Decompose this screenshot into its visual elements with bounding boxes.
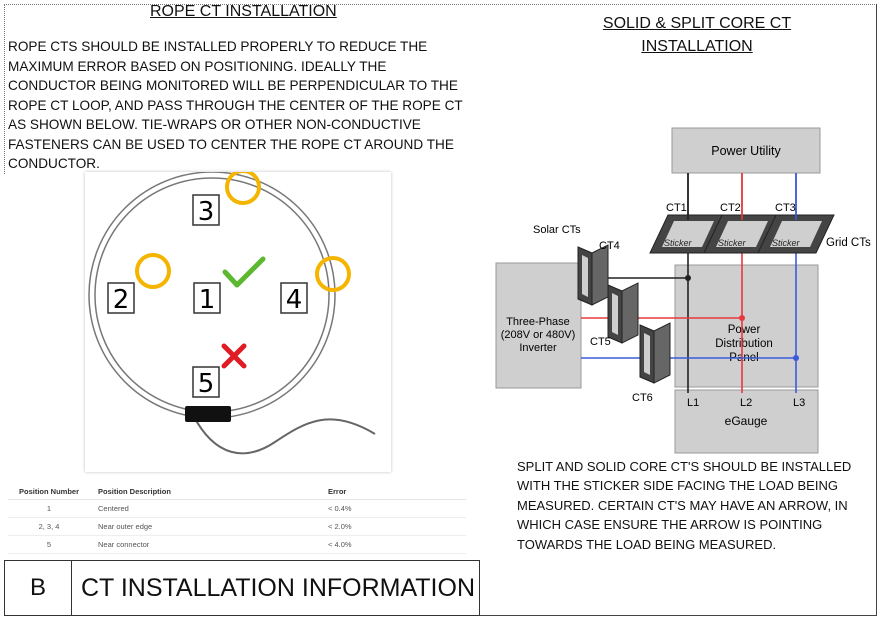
column-header-error: Error [318,482,466,500]
column-header-position-number: Position Number [8,482,90,500]
cell-error: < 0.4% [318,499,466,518]
line-label-l3: L3 [793,397,805,409]
panel-label-line-1: Power [728,324,761,336]
position-error-table: Position Number Position Description Err… [8,482,466,554]
solar-cts-label: Solar CTs [533,224,581,236]
ct3-label: CT3 [775,202,796,214]
cell-position-number: 5 [8,535,90,554]
page-border-right [876,4,877,616]
solar-ct-4 [577,244,609,306]
grid-ct-1: Sticker [649,214,727,254]
ct6-label: CT6 [632,392,653,404]
rope-ct-title: ROPE CT INSTALLATION [150,3,337,20]
position-box-5 [192,366,220,398]
cell-position-number: 2, 3, 4 [8,517,90,536]
section-title: CT INSTALLATION INFORMATION [81,573,476,602]
ct1-sticker-label: Sticker [664,238,693,248]
ct1-label: CT1 [666,202,687,214]
inverter-label-line-1: Three-Phase [506,316,570,328]
ct-wiring-svg: Power Utility Three-Phase (208V or 480V)… [495,127,871,454]
ct4-label: CT4 [599,240,620,252]
junction-l3 [793,355,799,361]
highlight-position-4 [315,256,351,292]
ct2-sticker-label: Sticker [718,238,747,248]
table-row: 2, 3, 4 Near outer edge < 2.0% [8,517,466,536]
rope-ct-diagram: 3 2 1 4 5 [88,169,376,455]
split-solid-ct-instructions: SPLIT AND SOLID CORE CT'S SHOULD BE INST… [517,459,852,552]
check-icon [222,256,266,288]
section-letter: B [5,561,72,615]
position-label-4: 4 [286,285,303,315]
rope-ct-position-figure: 3 2 1 4 5 [85,169,391,472]
distribution-panel-box [674,264,819,388]
column-header-position-description: Position Description [90,482,318,500]
ct3-sticker-label: Sticker [772,238,801,248]
position-label-3: 3 [198,197,215,227]
power-utility-box [671,127,821,174]
table-row: 1 Centered < 0.4% [8,499,466,518]
position-box-3 [192,194,220,226]
page-border-left [4,4,5,174]
solar-ct-6 [639,322,671,384]
line-label-l1: L1 [687,397,699,409]
ct-wiring-diagram: Power Utility Three-Phase (208V or 480V)… [490,125,880,460]
line-label-l2: L2 [740,397,752,409]
section-footer: B CT INSTALLATION INFORMATION [4,560,480,616]
rope-cable [192,414,376,455]
position-box-2 [107,282,135,314]
rope-ct-instructions: ROPE CTS SHOULD BE INSTALLED PROPERLY TO… [8,39,463,171]
position-box-4 [280,282,308,314]
egauge-label: eGauge [725,414,768,428]
cell-error: < 4.0% [318,535,466,554]
ct2-label: CT2 [720,202,741,214]
panel-label-line-2: Distribution [715,338,773,350]
cell-position-number: 1 [8,499,90,518]
junction-l2 [739,315,745,321]
highlight-position-2 [135,253,171,289]
table-header-row: Position Number Position Description Err… [8,482,466,500]
rope-connector [185,406,231,422]
solar-ct-5 [607,282,639,344]
junction-l1 [685,275,691,281]
ct5-label: CT5 [590,336,611,348]
cross-icon [221,343,247,369]
cell-error: < 2.0% [318,517,466,536]
position-box-1 [193,282,221,314]
position-label-2: 2 [113,285,130,315]
grid-cts-label: Grid CTs [826,237,871,249]
grid-ct-2: Sticker [703,214,781,254]
inverter-label-line-2: (208V or 480V) [501,329,576,341]
egauge-box [674,389,819,454]
table-row: 5 Near connector < 4.0% [8,535,466,554]
grid-ct-3: Sticker [757,214,835,254]
cell-position-description: Centered [90,499,318,518]
inverter-label-line-3: Inverter [519,342,557,354]
cell-position-description: Near connector [90,535,318,554]
cell-position-description: Near outer edge [90,517,318,536]
position-label-5: 5 [198,369,215,399]
power-utility-label: Power Utility [711,144,781,158]
inverter-box [495,262,582,389]
solid-split-ct-title: SOLID & SPLIT CORE CT INSTALLATION [602,15,792,55]
page-border-top [4,4,877,5]
position-label-1: 1 [199,285,216,315]
